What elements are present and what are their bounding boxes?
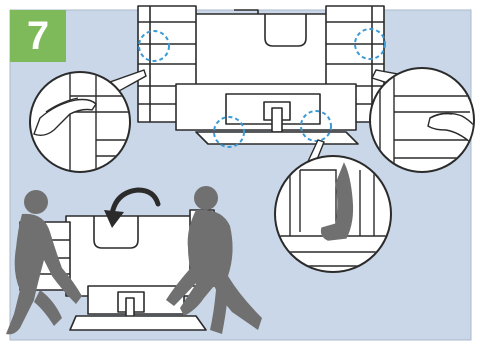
step-number-label: 7	[27, 16, 49, 56]
step-number-badge: 7	[10, 10, 66, 62]
